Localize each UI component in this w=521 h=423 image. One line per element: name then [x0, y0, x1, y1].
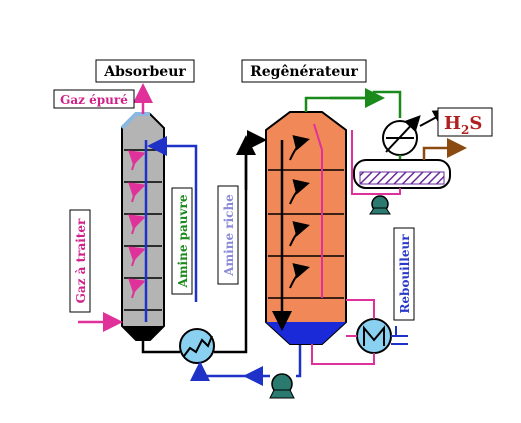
- label-h2s: H2S: [444, 113, 482, 137]
- amine-riche-to-exchanger: [141, 340, 180, 354]
- reflux-return: [351, 130, 401, 195]
- condenser: [382, 115, 421, 156]
- amine-pump: [269, 373, 295, 399]
- reflux-drum: [353, 159, 451, 189]
- amine-pauvre-line: [147, 136, 198, 302]
- label-gaz-a-traiter: Gaz à traiter: [74, 218, 88, 303]
- absorber-column: [120, 112, 165, 341]
- label-amine-riche: Amine riche: [222, 194, 236, 277]
- lean-amine-from-regen: [296, 345, 302, 378]
- label-absorbeur: Absorbeur: [103, 64, 186, 80]
- heat-exchanger: [179, 328, 215, 364]
- label-rebouilleur: Rebouilleur: [398, 234, 412, 314]
- reboiler: [356, 318, 408, 354]
- label-gaz-epure: Gaz épuré: [60, 93, 128, 107]
- regenerator-column: [265, 111, 347, 345]
- label-amine-pauvre: Amine pauvre: [176, 194, 190, 288]
- reflux-pump: [369, 195, 391, 215]
- h2s-outlet: [422, 138, 467, 160]
- label-regenerateur: Regênérateur: [250, 64, 358, 80]
